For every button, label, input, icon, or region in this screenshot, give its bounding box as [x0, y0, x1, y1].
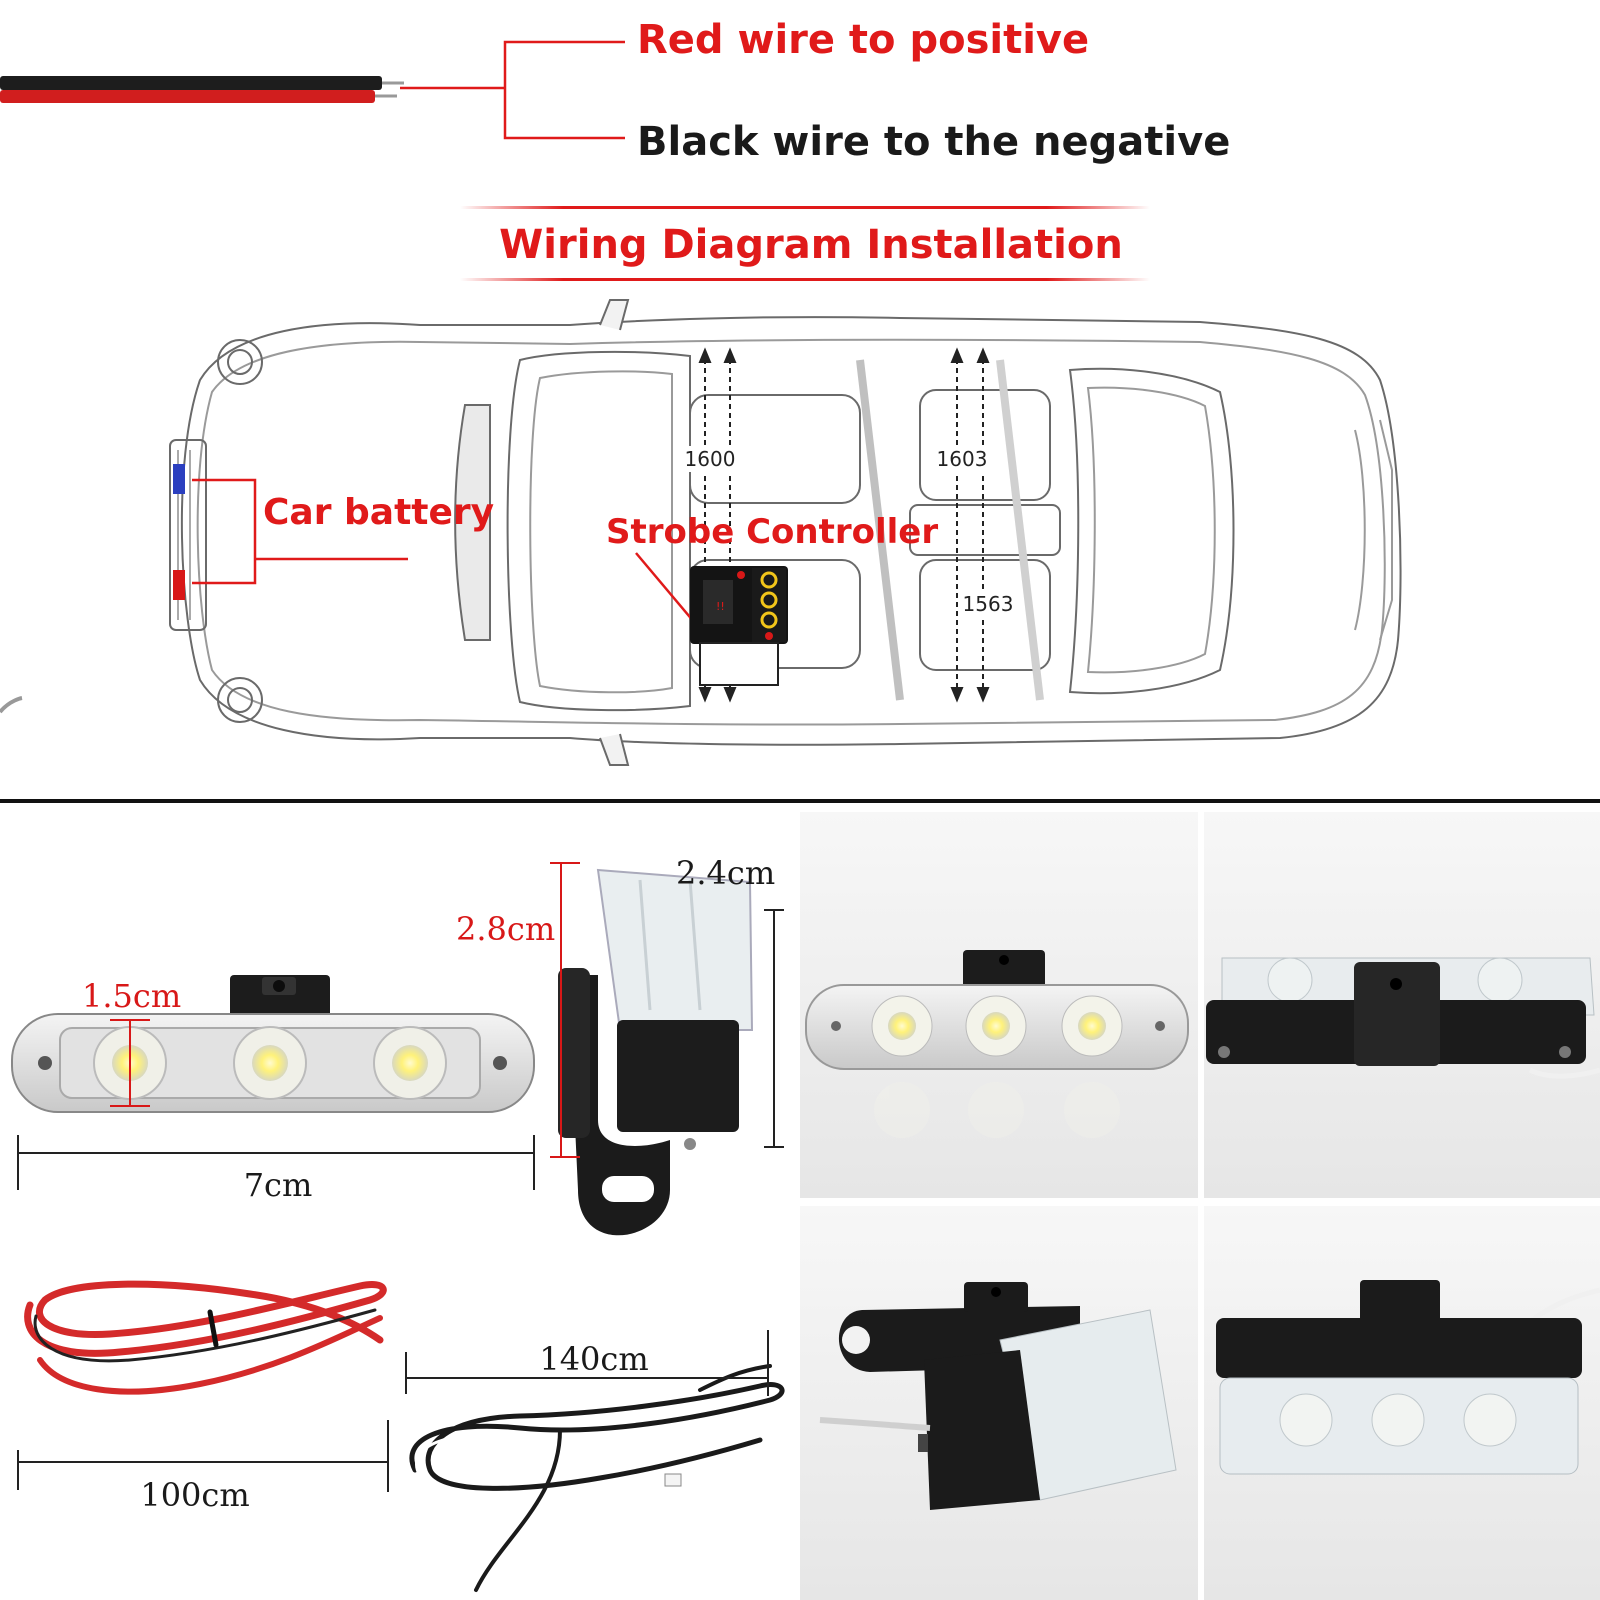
measure-front: 1600 — [685, 447, 736, 471]
red-wire-label: Red wire to positive — [637, 17, 1089, 63]
strobe-controller-box: !! — [690, 566, 788, 644]
product-photo-bottom — [1204, 1206, 1600, 1600]
product-photo-front — [800, 812, 1198, 1198]
lens-diameter-label: 1.5cm — [82, 977, 181, 1015]
rear-seat-left — [919, 389, 1051, 501]
dim-length — [17, 1135, 535, 1190]
headlight-bottom — [217, 677, 263, 723]
led-2 — [252, 1045, 288, 1081]
rear-seat-right — [919, 559, 1051, 671]
black-wire-label: Black wire to the negative — [637, 119, 1230, 165]
red-cable-coil — [24, 1280, 387, 1395]
section-divider — [0, 799, 1600, 803]
front-grille — [169, 439, 207, 631]
car-top-view — [169, 299, 1402, 766]
battery-bracket — [192, 478, 408, 585]
bw-cable-coil — [409, 1364, 785, 1592]
led-head-front — [0, 696, 535, 1113]
svg-text:!!: !! — [716, 600, 725, 613]
headlight-top — [217, 339, 263, 385]
battery-positive-terminal — [173, 570, 185, 600]
length-label: 7cm — [244, 1166, 313, 1204]
product-photo-back — [1204, 812, 1600, 1198]
car-body — [180, 316, 1402, 746]
title-line-bottom — [460, 278, 1150, 281]
battery-negative-terminal — [173, 464, 185, 494]
black-wire — [0, 76, 382, 90]
dim-bw-cable — [405, 1330, 769, 1396]
mirror-top — [599, 299, 630, 331]
windshield — [506, 350, 691, 712]
rear-window — [1068, 367, 1235, 695]
dim-depth — [764, 909, 784, 1148]
wire-bracket — [400, 40, 625, 140]
measure-rear: 1603 — [937, 447, 988, 471]
product-photo-side — [800, 1206, 1198, 1600]
led-head-side — [558, 868, 754, 1236]
dim-lens — [110, 1019, 150, 1107]
measure-rear-lower: 1563 — [963, 592, 1014, 616]
height-label: 2.8cm — [456, 910, 555, 948]
red-cable-length-label: 100cm — [140, 1476, 249, 1514]
diagram-title: Wiring Diagram Installation — [499, 222, 1123, 268]
controller-tag — [699, 642, 779, 686]
bw-cable-length-label: 140cm — [539, 1340, 648, 1378]
dim-red-cable — [17, 1420, 389, 1492]
mounting-clip — [230, 975, 330, 1019]
wire-illustration — [0, 76, 404, 103]
strobe-controller-label: Strobe Controller — [606, 512, 938, 552]
title-line-top — [460, 206, 1150, 209]
depth-label: 2.4cm — [676, 854, 775, 892]
red-wire — [0, 90, 375, 103]
dim-height — [550, 862, 580, 1158]
mirror-bottom — [599, 733, 630, 766]
led-3 — [392, 1045, 428, 1081]
car-battery-label: Car battery — [263, 492, 494, 533]
